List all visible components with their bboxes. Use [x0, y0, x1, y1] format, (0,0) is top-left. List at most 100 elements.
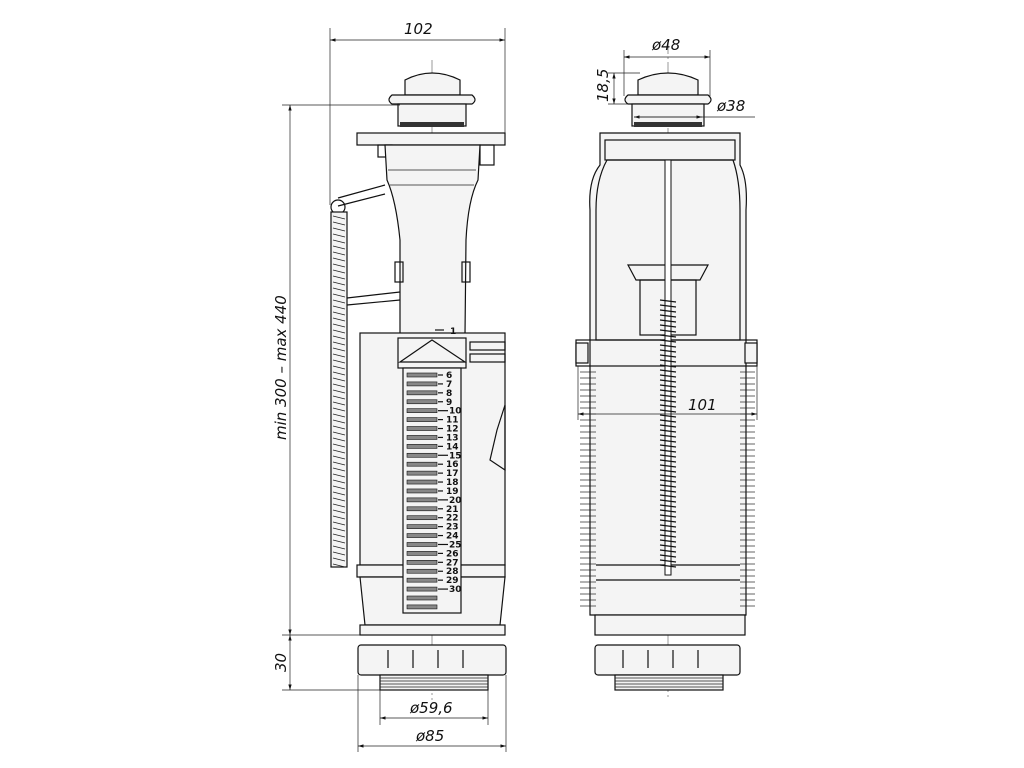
spring-coil — [659, 454, 677, 458]
spring-coil — [659, 559, 677, 563]
spring-coil — [659, 464, 677, 468]
scale-bar — [406, 372, 438, 378]
rack-tooth — [332, 389, 346, 394]
spring-coil — [659, 564, 677, 568]
water-level-scale: 6789101112131415161718192021222324252627… — [406, 371, 462, 610]
scale-label: 16 — [446, 460, 459, 470]
scale-label: 13 — [446, 433, 459, 443]
scale-bar — [406, 524, 438, 529]
scale-label: 22 — [446, 514, 459, 524]
rack-tooth — [332, 533, 346, 538]
spring-coil — [659, 479, 677, 483]
scale-bar — [406, 444, 438, 449]
rack-tooth — [332, 227, 346, 232]
rack-tooth — [332, 305, 346, 310]
spring-coil — [659, 384, 677, 388]
rack-tooth — [332, 335, 346, 340]
scale-bar — [406, 568, 438, 574]
rack-tooth — [332, 407, 346, 412]
scale-bar — [406, 470, 438, 476]
spring-coil — [659, 344, 677, 348]
spring-coil — [659, 364, 677, 368]
rack-tooth — [332, 365, 346, 370]
rack-tooth — [332, 395, 346, 400]
spring-coil — [659, 329, 677, 333]
scale-bar — [406, 435, 438, 440]
rack-tooth — [332, 317, 346, 322]
rack-tooth — [332, 281, 346, 286]
rack-tooth — [332, 563, 346, 568]
scale-bar — [406, 390, 438, 396]
scale-bar — [406, 533, 438, 538]
scale-bar — [406, 577, 438, 583]
rack-tooth — [332, 263, 346, 268]
spring-coil — [659, 429, 677, 433]
spring-coil — [659, 419, 677, 423]
scale-label: 8 — [446, 389, 452, 399]
rack-tooth — [332, 341, 346, 346]
dimension-label: 30 — [272, 653, 290, 672]
spring-coil — [659, 494, 677, 498]
rack-tooth — [332, 245, 346, 250]
scale-label: 19 — [446, 487, 459, 497]
rack-tooth — [332, 329, 346, 334]
rack-tooth — [332, 497, 346, 502]
rack-tooth — [332, 515, 346, 520]
rack-tooth — [332, 371, 346, 376]
spring-coil — [659, 424, 677, 428]
rack-tooth — [332, 221, 346, 226]
spring-coil — [659, 509, 677, 513]
scale-label: 14 — [446, 442, 459, 452]
scale-bar — [406, 551, 438, 556]
spring-coil — [659, 409, 677, 413]
spring-coil — [659, 434, 677, 438]
scale-label: 27 — [446, 558, 459, 568]
rack-tooth — [332, 431, 346, 436]
spring-coil — [659, 389, 677, 393]
spring-coil — [659, 314, 677, 318]
scale-label: 18 — [446, 478, 459, 488]
scale-bar — [406, 515, 438, 521]
spring-coil — [659, 324, 677, 328]
scale-bar — [406, 595, 438, 601]
dimension-button-right: ø48 18,5 ø38 — [594, 36, 755, 119]
scale-label: 1 — [450, 327, 456, 337]
spring-coil — [659, 504, 677, 508]
dimension-label: ø59,6 — [409, 699, 453, 717]
dimension-label: min 300 – max 440 — [272, 295, 290, 440]
dimension-label: ø38 — [716, 97, 745, 115]
spring-coil — [659, 539, 677, 543]
spring-coil — [659, 349, 677, 353]
scale-bar — [406, 417, 438, 422]
scale-bar — [406, 506, 438, 512]
push-button — [624, 72, 712, 127]
rack-tooth — [332, 419, 346, 424]
spring-coil — [659, 359, 677, 363]
scale-bar — [406, 586, 438, 592]
rack-tooth — [332, 479, 346, 484]
scale-label: 10 — [449, 407, 462, 417]
spring-coil — [659, 489, 677, 493]
spring-coil — [659, 439, 677, 443]
scale-bar — [406, 399, 438, 405]
spring-coil — [659, 444, 677, 448]
scale-bar — [406, 479, 438, 485]
rack-tooth — [332, 287, 346, 292]
rod — [664, 159, 672, 576]
scale-label: 6 — [446, 371, 452, 381]
spring-coil — [659, 519, 677, 523]
spring-coil — [659, 299, 677, 303]
rack-tooth — [332, 467, 346, 472]
scale-label: 29 — [446, 576, 459, 586]
spring-coil — [659, 514, 677, 518]
spring-coil — [659, 309, 677, 313]
spring-coil — [659, 484, 677, 488]
dimension-label: 18,5 — [594, 69, 612, 102]
dimension-height: min 300 – max 440 30 — [272, 104, 400, 691]
rack-tooth — [332, 257, 346, 262]
spring-coil — [659, 449, 677, 453]
height-adjust-rack — [330, 184, 401, 568]
rack-tooth — [332, 251, 346, 256]
scale-label: 25 — [449, 540, 462, 550]
